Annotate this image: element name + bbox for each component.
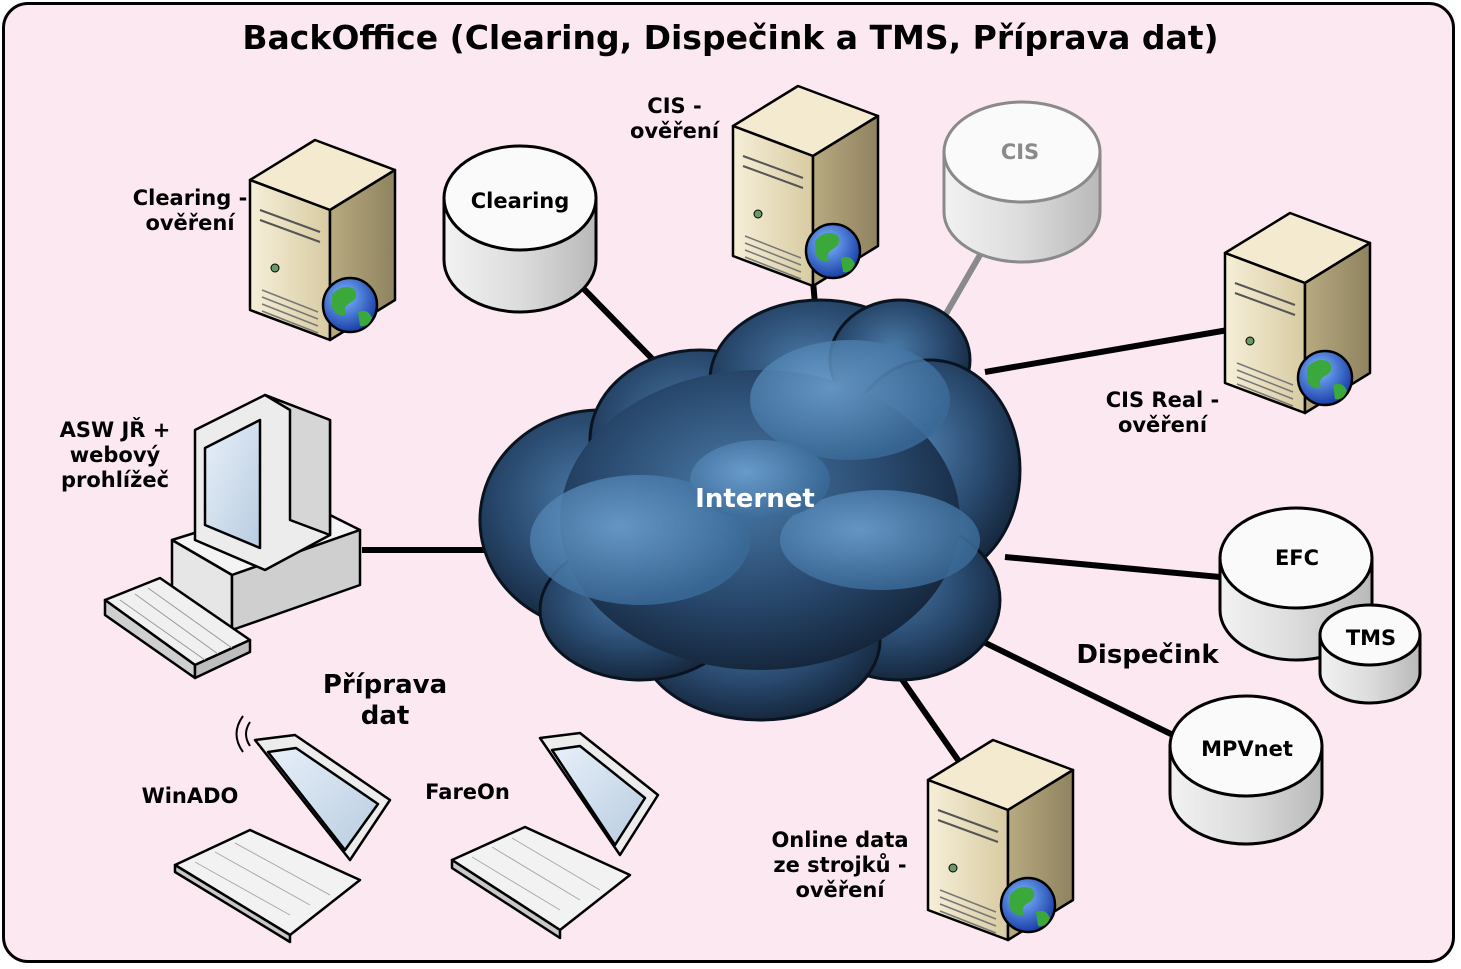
dispecink-label: Dispečink	[1076, 640, 1219, 670]
internet-cloud	[478, 298, 1022, 722]
mpvnet-db-label: MPVnet	[1201, 737, 1293, 761]
online-data-server-icon	[926, 738, 1075, 942]
globe-icon	[999, 876, 1057, 934]
cis-database-icon	[942, 100, 1102, 264]
cis-real-server-label: CIS Real - ověření	[1105, 388, 1220, 437]
cis-db-label: CIS	[1000, 140, 1040, 164]
clearing-server-icon	[248, 138, 397, 342]
diagram-title: BackOffice (Clearing, Dispečink a TMS, P…	[242, 18, 1219, 57]
clearing-database-icon	[442, 144, 598, 314]
tms-db-label: TMS	[1345, 626, 1397, 650]
tms-database-icon	[1318, 603, 1422, 705]
link-efc	[1004, 554, 1221, 580]
internet-label: Internet	[695, 484, 815, 514]
cis-server-icon	[731, 84, 880, 288]
fareon-label: FareOn	[425, 780, 510, 804]
link-mpvnet	[953, 625, 1177, 739]
online-data-label: Online data ze strojků - ověření	[771, 828, 909, 902]
cis-real-server-icon	[1223, 211, 1372, 415]
clearing-server-label: Clearing - ověření	[132, 186, 248, 235]
globe-icon	[1296, 349, 1354, 407]
link-cis-real	[984, 327, 1229, 375]
winado-laptop-icon	[173, 715, 392, 944]
fareon-laptop-icon	[450, 731, 660, 940]
efc-db-label: EFC	[1274, 546, 1320, 570]
winado-label: WinADO	[141, 784, 239, 808]
cis-server-label: CIS - ověření	[629, 94, 720, 143]
globe-icon	[804, 222, 862, 280]
asw-pc-label: ASW JŘ + webový prohlížeč	[59, 418, 171, 492]
clearing-db-label: Clearing	[470, 189, 570, 213]
mpvnet-database-icon	[1168, 694, 1324, 846]
globe-icon	[321, 276, 379, 334]
desktop-pc-icon	[103, 393, 362, 680]
priprava-dat-label: Příprava dat	[322, 670, 448, 731]
